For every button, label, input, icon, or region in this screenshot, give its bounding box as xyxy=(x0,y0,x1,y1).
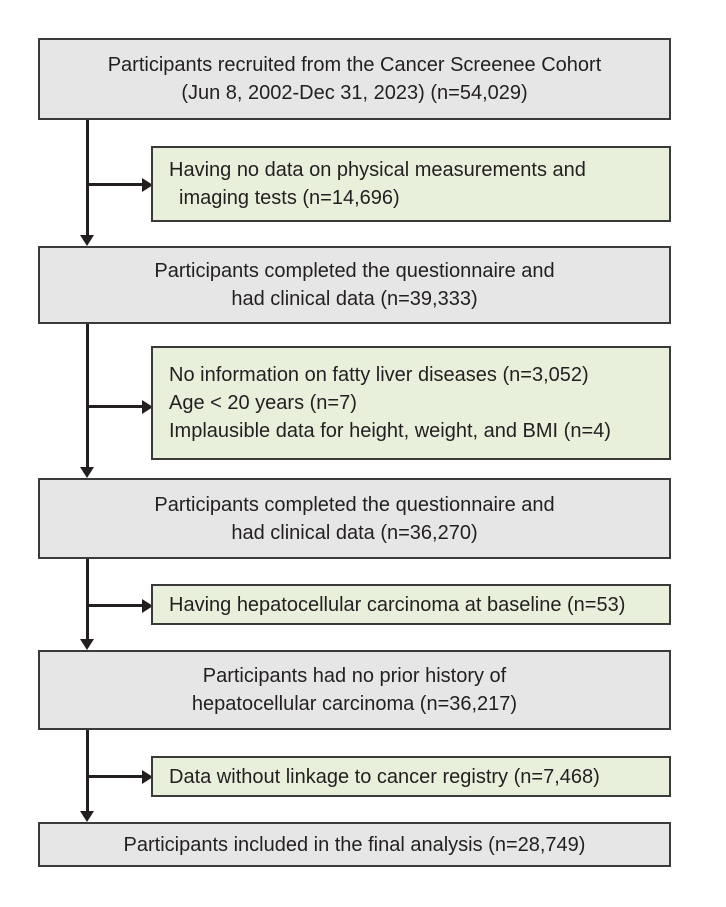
branch-to-exclusion4 xyxy=(86,775,143,778)
step1-line1: Participants recruited from the Cancer S… xyxy=(107,54,602,76)
step1-line2: (Jun 8, 2002-Dec 31, 2023) (n=54,029) xyxy=(181,82,528,104)
branch-to-exclusion1 xyxy=(86,183,143,186)
step5-box: Participants included in the final analy… xyxy=(38,822,671,867)
arrow-to-exclusion4 xyxy=(142,769,153,784)
exclusion1-line2: imaging tests (n=14,696) xyxy=(179,187,400,209)
exclusion4-line1: Data without linkage to cancer registry … xyxy=(169,765,600,788)
step5-line1: Participants included in the final analy… xyxy=(123,833,586,856)
step2-box: Participants completed the questionnaire… xyxy=(38,246,671,324)
step2-line1: Participants completed the questionnaire… xyxy=(154,260,555,282)
exclusion1-line1: Having no data on physical measurements … xyxy=(169,159,586,181)
connector-step2-step3 xyxy=(86,322,89,468)
step2-line2: had clinical data (n=39,333) xyxy=(231,288,478,310)
step4-box: Participants had no prior history of hep… xyxy=(38,650,671,730)
step4-line2: hepatocellular carcinoma (n=36,217) xyxy=(191,693,518,715)
exclusion3-box: Having hepatocellular carcinoma at basel… xyxy=(151,584,671,625)
connector-step4-step5 xyxy=(86,728,89,812)
exclusion2-line1: No information on fatty liver diseases (… xyxy=(169,364,589,386)
exclusion2-line3: Implausible data for height, weight, and… xyxy=(169,420,611,442)
arrow-to-step5 xyxy=(80,811,94,822)
exclusion2-line2: Age < 20 years (n=7) xyxy=(169,392,357,414)
arrow-to-step4 xyxy=(80,639,94,650)
step3-line2: had clinical data (n=36,270) xyxy=(231,521,478,544)
step1-box: Participants recruited from the Cancer S… xyxy=(38,38,671,120)
exclusion1-box: Having no data on physical measurements … xyxy=(151,146,671,222)
exclusion4-box: Data without linkage to cancer registry … xyxy=(151,756,671,797)
arrow-to-exclusion1 xyxy=(142,177,153,192)
connector-step1-step2 xyxy=(86,118,89,236)
step3-box: Participants completed the questionnaire… xyxy=(38,478,671,559)
exclusion3-line1: Having hepatocellular carcinoma at basel… xyxy=(169,593,626,616)
arrow-to-exclusion2 xyxy=(142,399,153,414)
branch-to-exclusion3 xyxy=(86,604,143,607)
arrow-to-step3 xyxy=(80,467,94,478)
arrow-to-step2 xyxy=(80,235,94,246)
step3-line1: Participants completed the questionnaire… xyxy=(154,493,555,516)
exclusion2-box: No information on fatty liver diseases (… xyxy=(151,346,671,460)
step4-line1: Participants had no prior history of xyxy=(202,665,507,687)
branch-to-exclusion2 xyxy=(86,405,143,408)
connector-step3-step4 xyxy=(86,557,89,640)
arrow-to-exclusion3 xyxy=(142,598,153,613)
